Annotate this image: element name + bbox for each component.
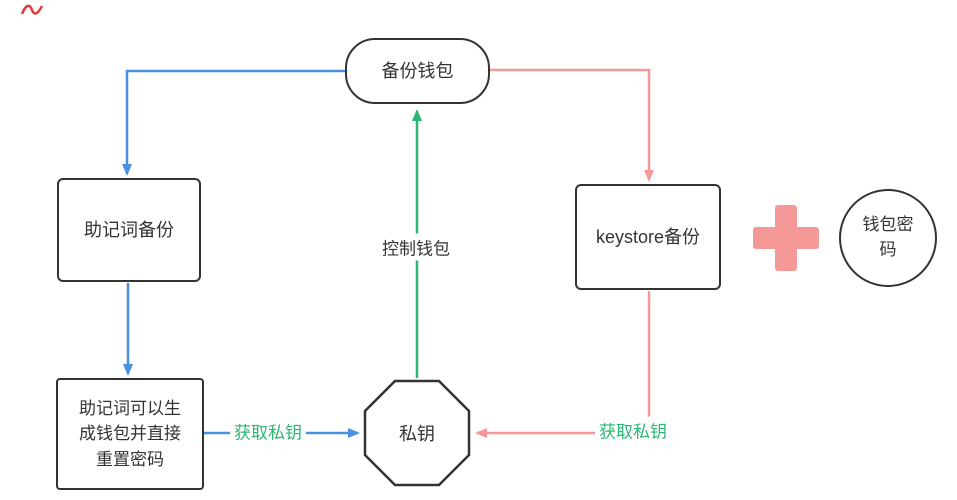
octagon-outline bbox=[363, 379, 471, 487]
node-mnemonic-backup-label: 助记词备份 bbox=[84, 219, 174, 240]
red-scribble-path bbox=[20, 4, 44, 15]
edge-backupwallet-to-mnemonic bbox=[122, 69, 345, 176]
octagon-shape bbox=[363, 379, 471, 487]
node-wallet-password: 钱包密码 bbox=[839, 189, 937, 287]
red-scribble-mark bbox=[20, 4, 44, 15]
node-keystore-backup-label: keystore备份 bbox=[595, 226, 701, 247]
node-mnemonic-backup: 助记词备份 bbox=[57, 178, 201, 282]
edge-label-control-wallet: 控制钱包 bbox=[378, 233, 454, 261]
edge-backupwallet-to-keystore bbox=[490, 68, 654, 182]
node-private-key-label: 私钥 bbox=[399, 424, 435, 444]
node-backup-wallet-label: 备份钱包 bbox=[381, 60, 454, 81]
node-mnemonic-reset-label: 助记词可以生成钱包并直接重置密码 bbox=[79, 398, 181, 469]
node-backup-wallet: 备份钱包 bbox=[345, 38, 490, 104]
plus-icon bbox=[753, 205, 819, 271]
node-keystore-backup: keystore备份 bbox=[575, 184, 721, 290]
edge-label-get-private-key-right: 获取私钥 bbox=[595, 416, 671, 444]
edge-keystore-to-privatekey bbox=[475, 291, 651, 438]
node-mnemonic-reset: 助记词可以生成钱包并直接重置密码 bbox=[56, 378, 204, 490]
node-wallet-password-label: 钱包密码 bbox=[862, 215, 914, 259]
edge-label-get-private-key-left: 获取私钥 bbox=[230, 417, 306, 445]
node-private-key: 私钥 bbox=[363, 379, 471, 487]
